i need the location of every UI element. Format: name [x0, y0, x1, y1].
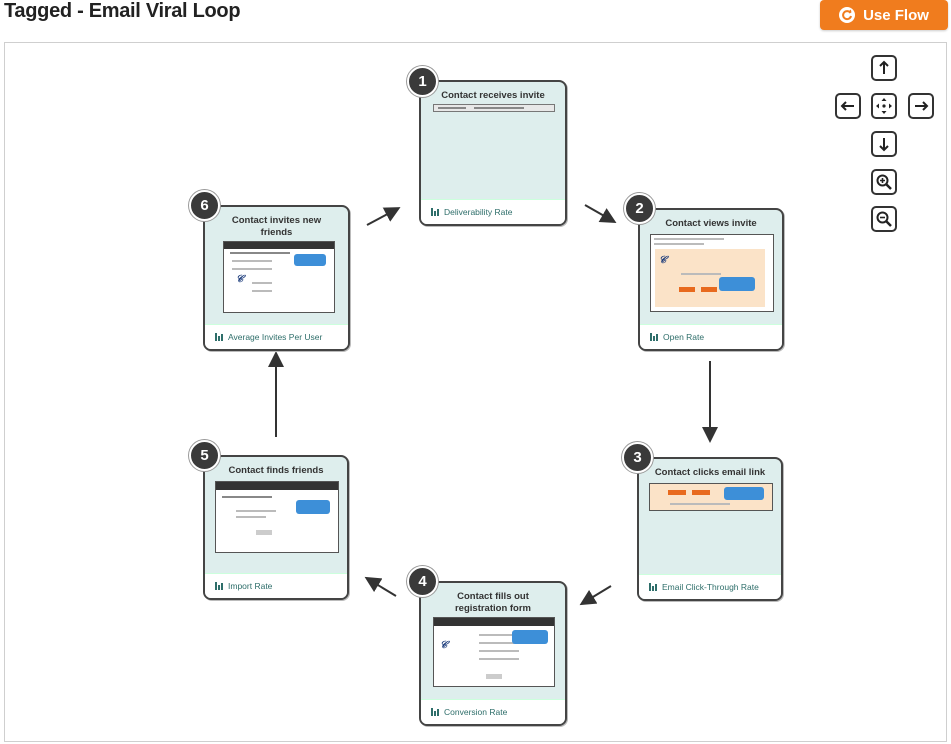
step-card-6[interactable]: Contact invites new friends 𝒞 Average In…	[203, 205, 350, 351]
connector-6-1	[366, 207, 401, 226]
zoom-out-icon	[876, 211, 892, 227]
step-number-badge: 3	[622, 442, 653, 473]
step-card-1[interactable]: Contact receives invite Deliverability R…	[419, 80, 567, 226]
zoom-in-icon	[876, 174, 892, 190]
invite-email-thumbnail: 𝒞	[650, 234, 774, 312]
step-card-5[interactable]: Contact finds friends Import Rate	[203, 455, 349, 600]
page-title: Tagged - Email Viral Loop	[4, 0, 241, 22]
arrow-up-icon	[879, 60, 889, 74]
step-number-badge: 6	[189, 190, 220, 221]
step-metric[interactable]: Import Rate	[205, 573, 347, 598]
invite-friends-thumbnail: 𝒞	[223, 241, 335, 313]
logo-icon: 𝒞	[236, 274, 244, 285]
connector-4-5	[364, 576, 397, 597]
step-metric[interactable]: Conversion Rate	[421, 699, 565, 724]
move-center-icon	[876, 98, 892, 114]
step-number-badge: 2	[624, 193, 655, 224]
flow-connectors	[268, 204, 718, 606]
step-card-4[interactable]: Contact fills out registration form 𝒞 Co…	[419, 581, 567, 726]
use-flow-label: Use Flow	[863, 6, 929, 24]
step-title: Contact invites new friends	[231, 215, 322, 238]
logo-icon: 𝒞	[659, 255, 667, 266]
pan-left-button[interactable]	[835, 93, 861, 119]
email-link-thumbnail	[649, 483, 773, 511]
step-title: Contact finds friends	[228, 465, 324, 476]
bar-chart-icon	[215, 582, 223, 590]
bar-chart-icon	[215, 333, 223, 341]
pan-right-button[interactable]	[908, 93, 934, 119]
step-title: Contact clicks email link	[654, 467, 766, 478]
step-number-badge: 1	[407, 66, 438, 97]
arrow-left-icon	[840, 101, 854, 111]
arrow-right-icon	[915, 101, 929, 111]
step-metric[interactable]: Deliverability Rate	[421, 199, 565, 224]
step-metric[interactable]: Average Invites Per User	[205, 324, 348, 349]
pan-down-button[interactable]	[871, 131, 897, 157]
connector-1-2	[584, 204, 617, 223]
registration-form-thumbnail: 𝒞	[433, 617, 555, 687]
step-title: Contact receives invite	[441, 90, 545, 101]
bar-chart-icon	[650, 333, 658, 341]
arrow-down-icon	[879, 138, 889, 152]
flow-canvas[interactable]: Contact receives invite Deliverability R…	[4, 42, 947, 742]
pan-up-button[interactable]	[871, 55, 897, 81]
step-title: Contact fills out registration form	[454, 591, 531, 614]
connector-3-4	[579, 585, 612, 606]
refresh-icon	[839, 7, 856, 23]
step-card-2[interactable]: Contact views invite 𝒞 Open Rate	[638, 208, 784, 351]
center-view-button[interactable]	[871, 93, 897, 119]
logo-icon: 𝒞	[440, 640, 448, 651]
bar-chart-icon	[649, 583, 657, 591]
bar-chart-icon	[431, 708, 439, 716]
step-card-3[interactable]: Contact clicks email link Email Click-Th…	[637, 457, 783, 601]
find-friends-thumbnail	[215, 481, 339, 553]
bar-chart-icon	[431, 208, 439, 216]
use-flow-button[interactable]: Use Flow	[820, 0, 948, 30]
step-number-badge: 4	[407, 566, 438, 597]
step-metric[interactable]: Open Rate	[640, 324, 782, 349]
email-preview-thumbnail	[433, 104, 555, 112]
step-number-badge: 5	[189, 440, 220, 471]
step-metric[interactable]: Email Click-Through Rate	[639, 574, 781, 599]
zoom-out-button[interactable]	[871, 206, 897, 232]
zoom-in-button[interactable]	[871, 169, 897, 195]
step-title: Contact views invite	[665, 218, 757, 229]
